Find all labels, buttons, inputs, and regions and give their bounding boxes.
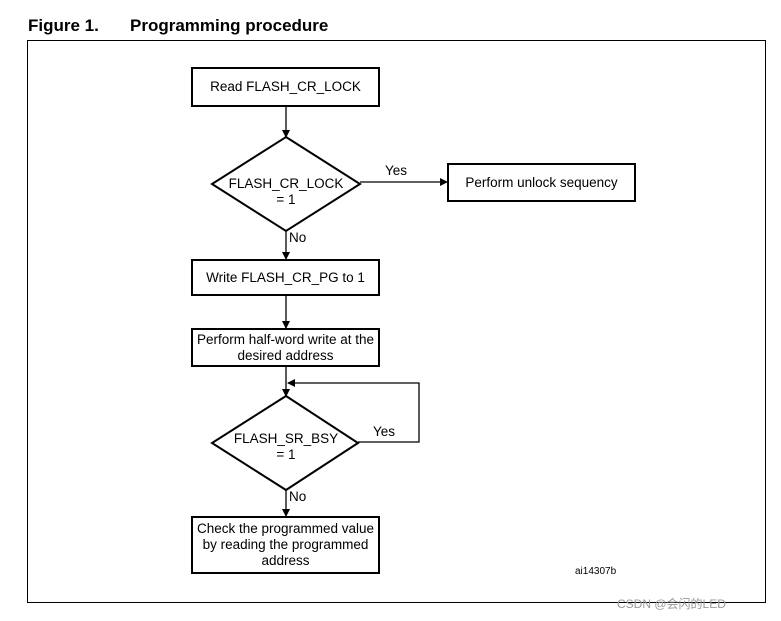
decision-bsy-text: FLASH_SR_BSY = 1 [206,431,366,463]
label-no-bsy: No [289,489,307,504]
figure-reference-code: ai14307b [575,566,617,577]
decision-lock-line1: FLASH_CR_LOCK [228,176,344,191]
label-no-lock: No [289,230,307,245]
figure-number: Figure 1. [28,16,99,35]
unlock-box: Perform unlock sequency [447,163,636,202]
halfword-line2: desired address [237,347,334,363]
read-lock-box: Read FLASH_CR_LOCK [191,67,380,107]
label-yes-bsy: Yes [373,424,396,439]
unlock-text: Perform unlock sequency [465,174,618,190]
decision-lock-text: FLASH_CR_LOCK = 1 [206,176,366,208]
decision-lock-line2: = 1 [276,192,296,207]
halfword-box: Perform half-word write at the desired a… [191,328,380,367]
read-lock-text: Read FLASH_CR_LOCK [210,79,361,94]
halfword-line1: Perform half-word write at the [196,331,375,347]
csdn-watermark: CSDN @会闪的LED [617,597,726,611]
write-pg-text: Write FLASH_CR_PG to 1 [206,269,365,285]
check-line3: address [261,553,310,568]
check-box: Check the programmed value by reading th… [191,516,380,574]
arrow-bsy-yes-loop [287,379,420,443]
figure-title: Programming procedure [130,16,329,35]
check-line2: by reading the programmed [202,537,369,552]
label-yes-lock: Yes [385,163,408,178]
figure-heading: Figure 1. Programming procedure [28,16,328,36]
decision-bsy-line1: FLASH_SR_BSY [233,431,339,446]
figure-frame [27,40,766,603]
write-pg-box: Write FLASH_CR_PG to 1 [191,259,380,296]
check-line1: Check the programmed value [196,521,375,536]
decision-bsy-line2: = 1 [276,447,296,462]
